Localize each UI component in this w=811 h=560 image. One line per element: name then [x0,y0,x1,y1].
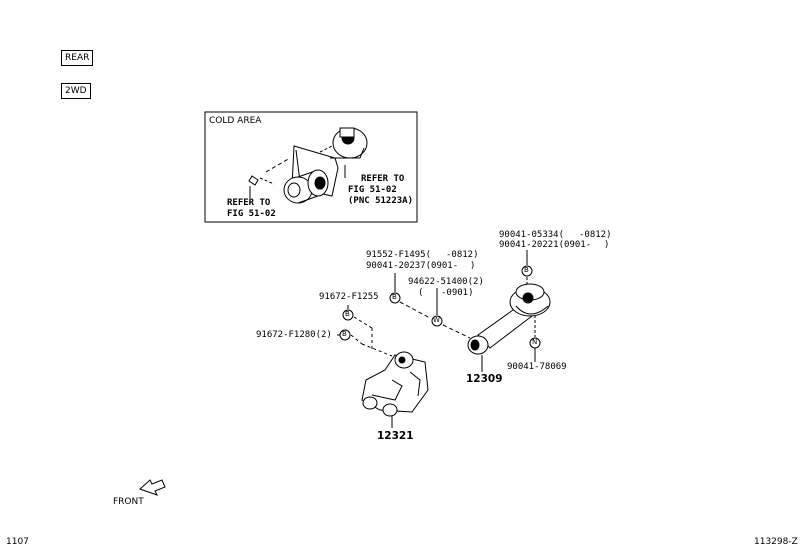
part-12321: 12321 [377,430,414,442]
callout-90041-20237: 90041-20237(0901- [366,261,459,271]
footer-left-code: 1107 [6,537,29,547]
marker-letter: N [532,338,538,346]
marker-letter: B [342,330,347,338]
marker-letter: B [345,310,350,318]
part-12309: 12309 [466,373,503,385]
callout-90041-78069: 90041-78069 [507,362,567,372]
marker-letter: W [433,316,440,324]
callout-94622-51400: 94622-51400(2) [408,277,484,287]
marker-b-4 [339,329,351,341]
front-arrow-icon [139,479,166,496]
callout-91552-range: -0812) [446,250,479,260]
marker-b-3 [342,309,354,321]
refer-right-line3: (PNC 51223A) [348,196,414,206]
callout-90041-05334-range: -0812) [579,230,612,240]
callout-90041-05334: 90041-05334( [499,230,565,240]
callout-94622-range-open: ( [418,288,424,298]
refer-right-line2: FIG 51-02 [348,185,397,195]
2wd-tag: 2WD [61,83,91,99]
callout-90041-20221-range: ) [604,240,610,250]
refer-left-line1: REFER TO [227,198,271,208]
cold-area-title: COLD AREA [209,116,262,126]
refer-right-line1: REFER TO [361,174,405,184]
cold-area-box [204,111,418,223]
rear-tag: REAR [61,50,94,66]
callout-91552-f1495: 91552-F1495( [366,250,432,260]
marker-b-1 [521,265,533,277]
inset-bracket [248,127,368,204]
callout-90041-20221: 90041-20221(0901- [499,240,592,250]
refer-left-line2: FIG 51-02 [227,209,276,219]
engine-bracket [361,351,429,417]
marker-b-2 [389,292,401,304]
callout-91672-f1280: 91672-F1280(2) [256,330,332,340]
torque-rod [467,283,551,355]
marker-w [431,315,443,327]
footer-right-code: 113298-Z [754,537,798,547]
marker-n [529,337,541,349]
callout-91672-f1255: 91672-F1255 [319,292,379,302]
callout-94622-range: -0901) [441,288,474,298]
callout-90041-20237-range: ) [470,261,476,271]
marker-letter: B [392,293,397,301]
front-label: FRONT [113,497,144,507]
marker-letter: B [524,266,529,274]
